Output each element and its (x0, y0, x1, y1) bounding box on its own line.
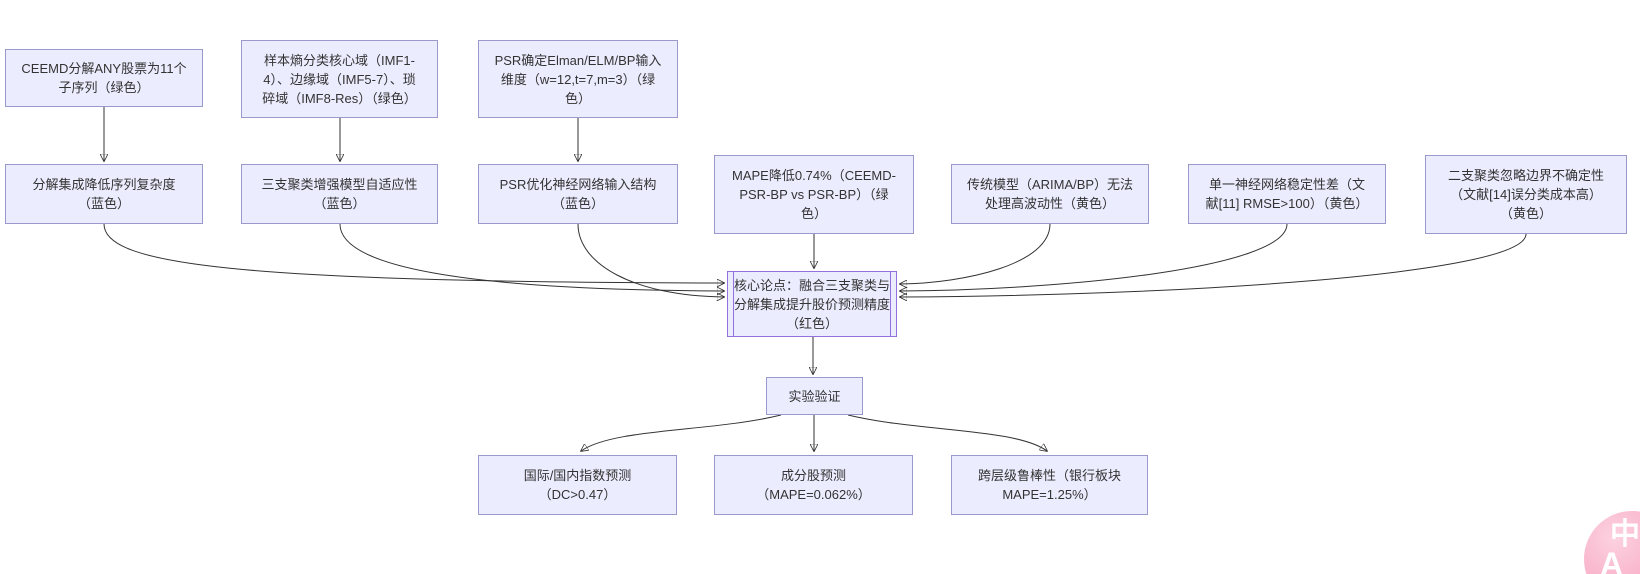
node-core-thesis-text: 核心论点：融合三支聚类与 分解集成提升股价预测精度 （红色） (734, 277, 891, 331)
edge-experiment-to-robustness (847, 414, 1047, 451)
badge-chinese-label: 中 (1610, 518, 1640, 551)
node-experiment-validation: 实验验证 (766, 377, 863, 415)
node-robustness-text: 跨层级鲁棒性（银行板块 MAPE=1.25%） (977, 468, 1121, 502)
node-single-nn-limit: 单一神经网络稳定性差（文 献[11] RMSE>100）（黄色） (1188, 164, 1386, 224)
node-ceemd-decomposition: CEEMD分解ANY股票为11个 子序列（绿色） (5, 49, 203, 107)
node-entropy-text: 样本熵分类核心域（IMF1- 4）、边缘域（IMF5-7）、琐 碎域（IMF8-… (262, 52, 417, 106)
node-traditional-limit-text: 传统模型（ARIMA/BP）无法 处理高波动性（黄色） (966, 177, 1134, 211)
node-decomp-benefit-text: 分解集成降低序列复杂度 （蓝色） (32, 177, 176, 211)
edge-experiment-to-index-pred (581, 414, 782, 451)
node-core-thesis: 核心论点：融合三支聚类与 分解集成提升股价预测精度 （红色） (727, 271, 897, 337)
node-mape-evidence: MAPE降低0.74%（CEEMD- PSR-BP vs PSR-BP）（绿 色… (714, 155, 914, 234)
node-twoway-limit: 二支聚类忽略边界不确定性 （文献[14]误分类成本高） （黄色） (1425, 155, 1627, 234)
node-decomposition-benefit: 分解集成降低序列复杂度 （蓝色） (5, 164, 203, 224)
edge-psr-benefit-to-core (577, 223, 724, 297)
node-threeway-benefit-text: 三支聚类增强模型自适应性 （蓝色） (261, 177, 418, 211)
node-traditional-limit: 传统模型（ARIMA/BP）无法 处理高波动性（黄色） (951, 164, 1149, 224)
node-robustness: 跨层级鲁棒性（银行板块 MAPE=1.25%） (951, 455, 1148, 515)
node-ceemd-text: CEEMD分解ANY股票为11个 子序列（绿色） (21, 61, 187, 95)
edge-threeway-benefit-to-core (339, 223, 724, 291)
node-threeway-benefit: 三支聚类增强模型自适应性 （蓝色） (241, 164, 438, 224)
node-index-prediction: 国际/国内指数预测 （DC>0.47） (478, 455, 677, 515)
node-psr-benefit: PSR优化神经网络输入结构 （蓝色） (478, 164, 678, 224)
edge-single-nn-limit-to-core (900, 223, 1288, 291)
node-experiment-text: 实验验证 (788, 388, 841, 404)
node-stock-prediction: 成分股预测 （MAPE=0.062%） (714, 455, 913, 515)
node-stock-pred-text: 成分股预测 （MAPE=0.062%） (756, 468, 871, 502)
node-psr-dim-text: PSR确定Elman/ELM/BP输入 维度（w=12,t=7,m=3）（绿 色… (494, 52, 662, 106)
node-psr-dimension: PSR确定Elman/ELM/BP输入 维度（w=12,t=7,m=3）（绿 色… (478, 40, 678, 118)
node-single-nn-limit-text: 单一神经网络稳定性差（文 献[11] RMSE>100）（黄色） (1205, 177, 1369, 211)
node-index-pred-text: 国际/国内指数预测 （DC>0.47） (523, 468, 632, 502)
node-psr-benefit-text: PSR优化神经网络输入结构 （蓝色） (499, 177, 657, 211)
badge-latin-label: A (1600, 546, 1624, 574)
translate-badge[interactable]: 中 A (1584, 511, 1640, 574)
node-mape-evidence-text: MAPE降低0.74%（CEEMD- PSR-BP vs PSR-BP）（绿 色… (732, 168, 896, 221)
edge-twoway-limit-to-core (900, 233, 1527, 297)
edge-decomp-benefit-to-core (103, 223, 724, 283)
edge-traditional-limit-to-core (900, 223, 1051, 284)
node-sample-entropy: 样本熵分类核心域（IMF1- 4）、边缘域（IMF5-7）、琐 碎域（IMF8-… (241, 40, 438, 118)
node-twoway-limit-text: 二支聚类忽略边界不确定性 （文献[14]误分类成本高） （黄色） (1447, 168, 1604, 221)
